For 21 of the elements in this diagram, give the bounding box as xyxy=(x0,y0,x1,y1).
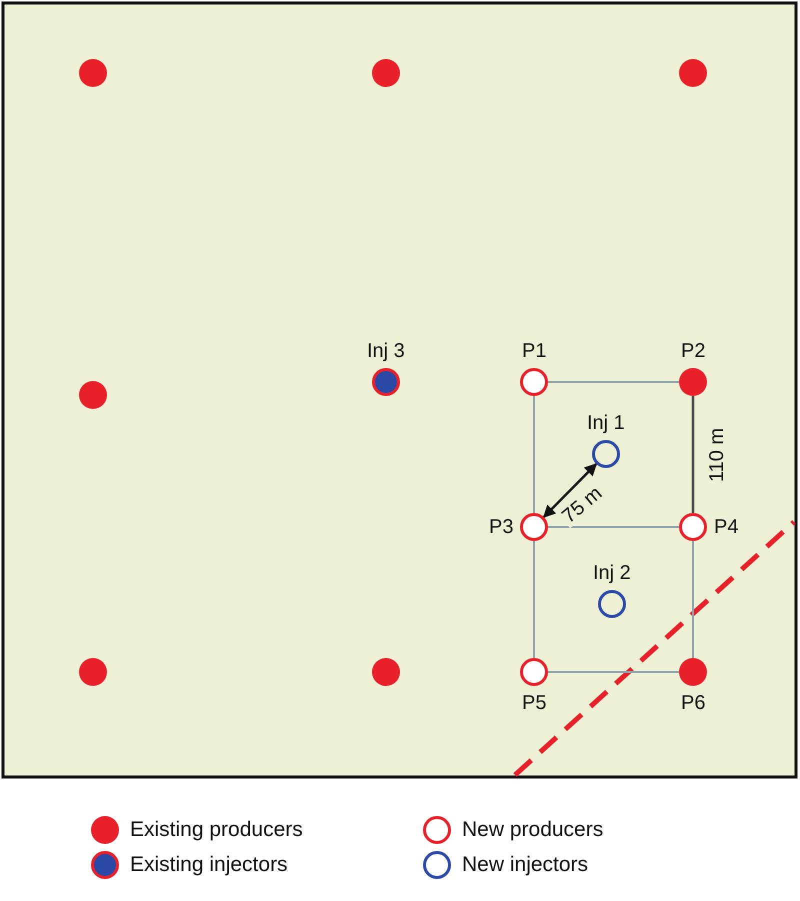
well-pattern-line xyxy=(533,396,535,513)
legend-label: Existing injectors xyxy=(130,853,288,877)
well-label: P4 xyxy=(714,517,738,537)
distance-arrow xyxy=(542,463,598,518)
well-label: Inj 1 xyxy=(587,413,625,433)
well-label: Inj 2 xyxy=(593,563,631,583)
well-pattern-line xyxy=(548,671,679,673)
well-label: Inj 3 xyxy=(367,341,405,361)
well-pattern-line xyxy=(692,396,694,513)
well-label: P6 xyxy=(681,693,706,713)
legend-label: New producers xyxy=(462,818,604,842)
well-label: P1 xyxy=(522,341,546,361)
well-pattern-line xyxy=(692,541,694,658)
well-pattern-line xyxy=(533,541,535,658)
well-label: P5 xyxy=(522,693,546,713)
well-pattern-line xyxy=(548,526,679,528)
well-pattern-line xyxy=(548,381,679,383)
well-label: P2 xyxy=(681,341,706,361)
legend-label: New injectors xyxy=(462,853,588,877)
legend-label: Existing producers xyxy=(130,818,303,842)
well-label: P3 xyxy=(489,517,514,537)
